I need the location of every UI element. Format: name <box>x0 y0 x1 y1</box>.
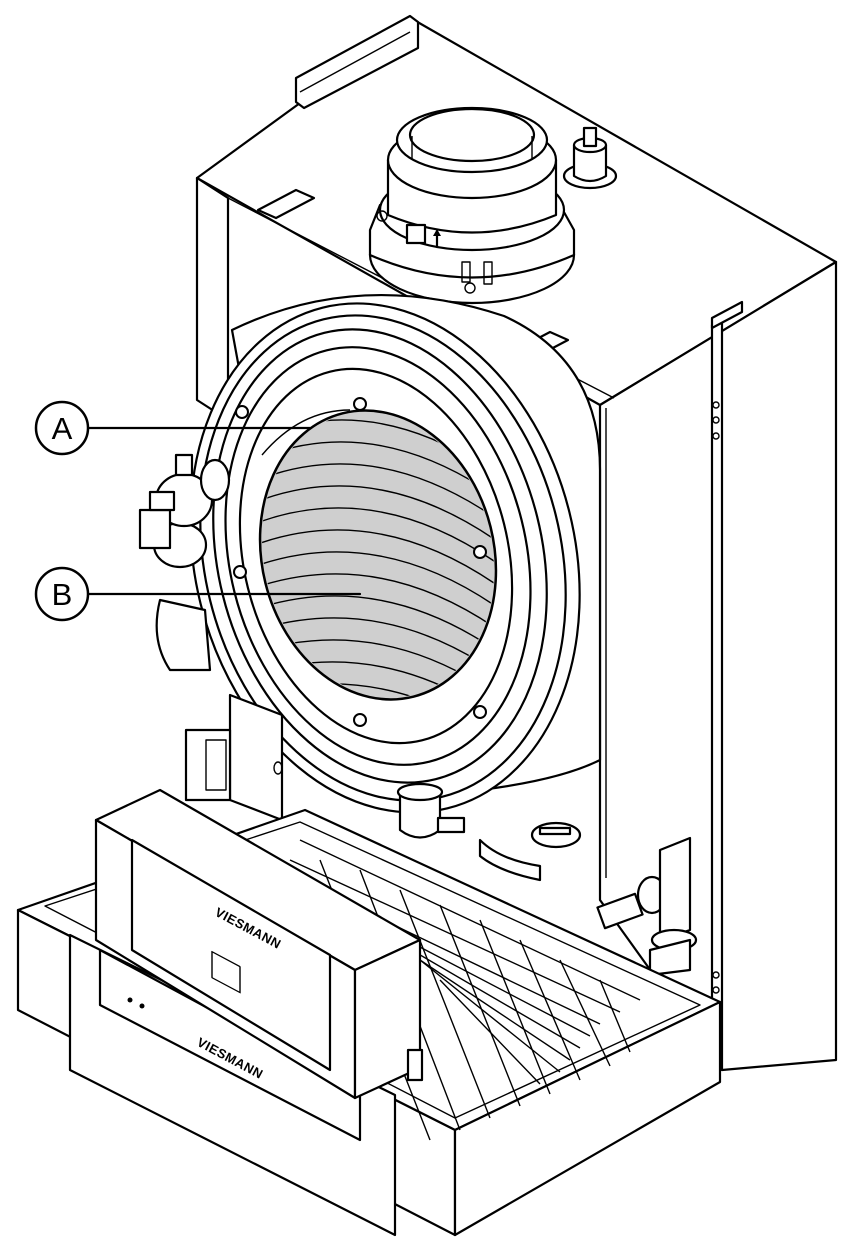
control-unit <box>94 788 424 1100</box>
callout-a-label: A <box>52 411 73 446</box>
condensate-siphon <box>396 782 582 882</box>
flue-connection <box>368 106 576 305</box>
heat-exchanger-surface <box>261 409 351 456</box>
burner-fan <box>184 693 284 822</box>
callout-b: B <box>34 566 362 622</box>
heat-exchanger <box>189 294 602 814</box>
air-vent <box>562 126 618 190</box>
pipe-connection <box>596 836 698 977</box>
callout-a: A <box>34 400 312 456</box>
gas-valve <box>138 453 231 672</box>
callout-b-label: B <box>52 577 73 612</box>
